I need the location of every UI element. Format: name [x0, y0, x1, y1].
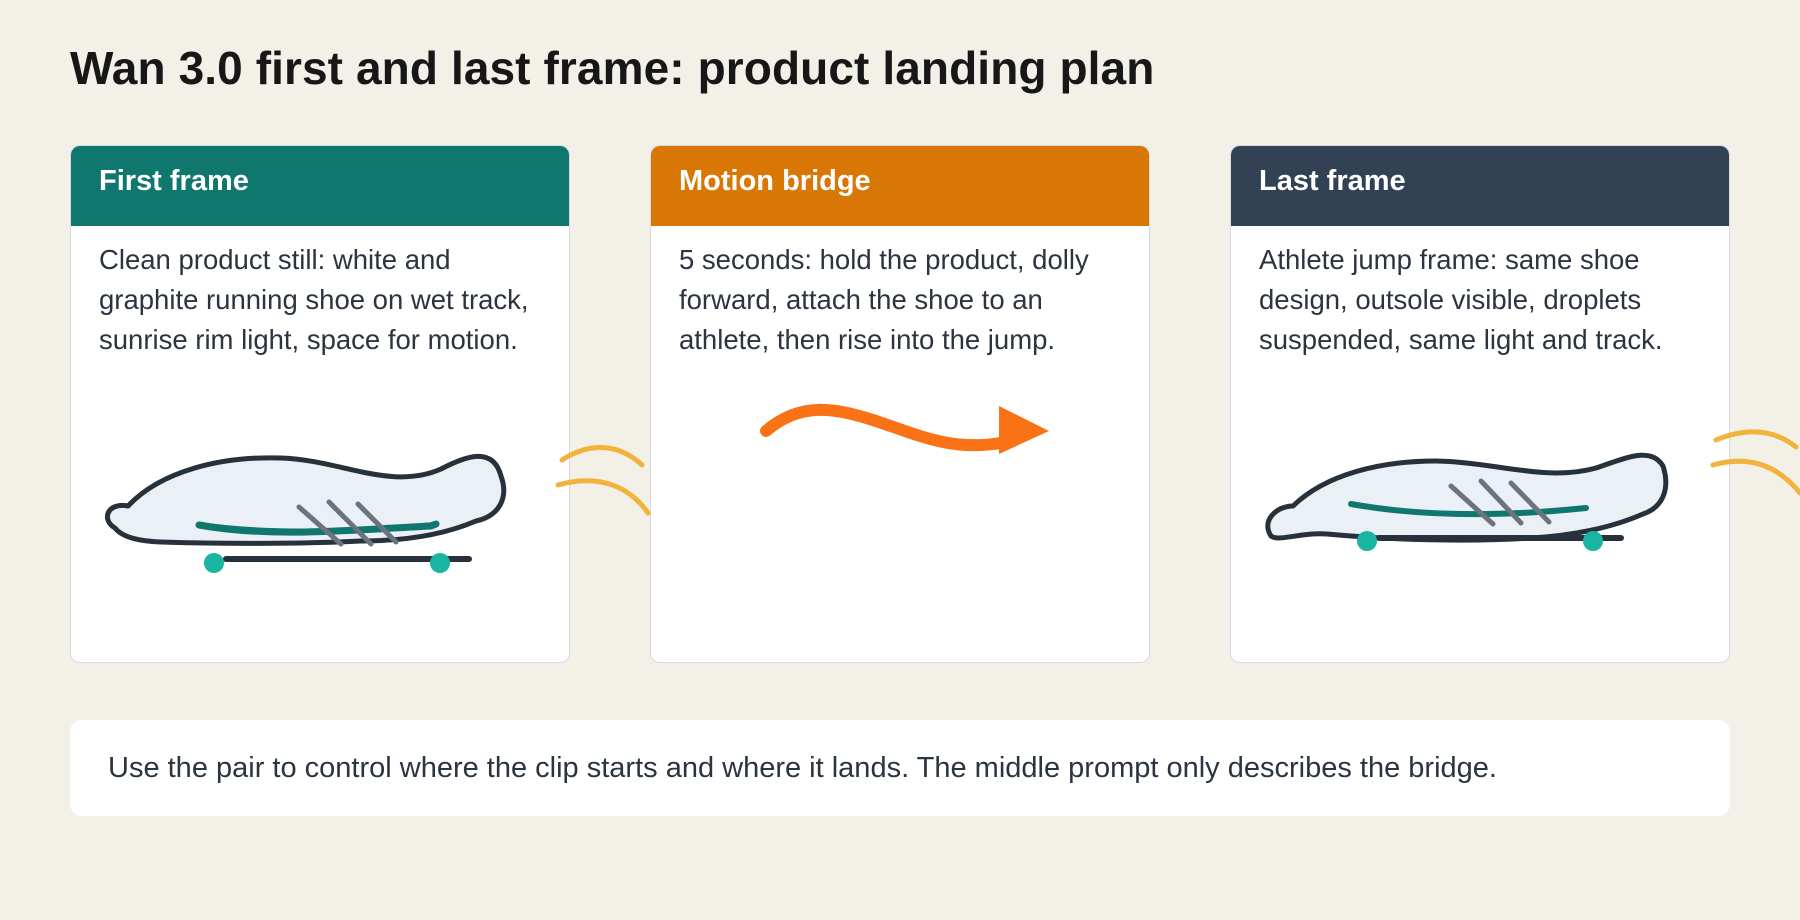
- shoe-lace-2: [1478, 478, 1524, 526]
- wavy-arrow-shaft: [760, 403, 1007, 452]
- shoe-back-dot: [430, 553, 450, 573]
- wavy-arrow-head: [999, 406, 1049, 454]
- shoe-stripe: [1348, 501, 1589, 518]
- first-frame-description: Clean product still: white and graphite …: [99, 244, 529, 355]
- motion-line-lower-left: [555, 478, 651, 516]
- first-frame-card: First frame Clean product still: white a…: [70, 145, 570, 663]
- shoe-lace-3: [355, 501, 399, 545]
- motion-bridge-title: Motion bridge: [679, 165, 871, 197]
- page-title: Wan 3.0 first and last frame: product la…: [70, 42, 1155, 94]
- last-frame-description: Athlete jump frame: same shoe design, ou…: [1259, 244, 1663, 355]
- shoe-lace-1: [1448, 483, 1496, 527]
- shoe-lace-1: [296, 504, 344, 547]
- shoe-front-dot: [1357, 531, 1377, 551]
- last-frame-header: Last frame: [1231, 146, 1729, 226]
- shoe-lace-2: [326, 499, 374, 547]
- motion-bridge-description: 5 seconds: hold the product, dolly forwa…: [679, 244, 1089, 355]
- last-frame-card: Last frame Athlete jump frame: same shoe…: [1230, 145, 1730, 663]
- shoe-back-dot: [1583, 531, 1603, 551]
- shoe-accent-stripe: [195, 520, 440, 536]
- motion-bridge-card: Motion bridge 5 seconds: hold the produc…: [650, 145, 1150, 663]
- shoe-front-dot: [204, 553, 224, 573]
- shoe-lace-3: [1508, 480, 1552, 525]
- last-frame-title: Last frame: [1259, 165, 1406, 197]
- first-frame-title: First frame: [99, 165, 249, 197]
- explanatory-note: Use the pair to control where the clip s…: [70, 720, 1730, 816]
- first-frame-header: First frame: [71, 146, 569, 226]
- motion-line-upper-left: [559, 445, 645, 468]
- shoe-sole-outline: [1265, 452, 1669, 543]
- motion-bridge-header: Motion bridge: [651, 146, 1149, 226]
- shoe-sole-outline: [104, 453, 507, 546]
- shoe-stripe: [196, 522, 438, 535]
- note-text: Use the pair to control where the clip s…: [108, 752, 1497, 784]
